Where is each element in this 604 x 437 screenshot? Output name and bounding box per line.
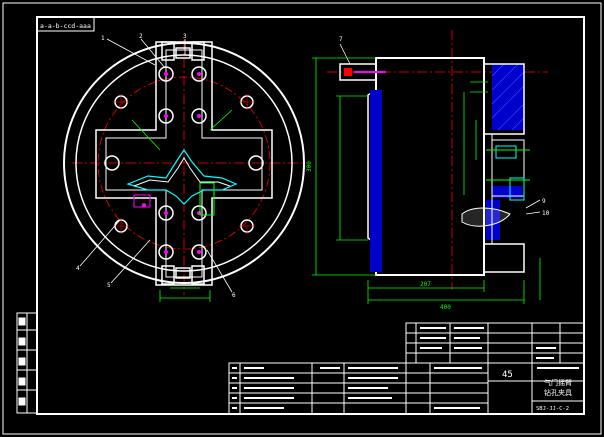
side-body (375, 57, 485, 276)
outer-disc (63, 42, 305, 284)
side-dimensions (312, 57, 541, 304)
side-view: 300 207 400 7 9 10 (306, 30, 550, 311)
part-number-4: 4 (76, 265, 80, 272)
dim-vertical-left: 300 (306, 161, 313, 172)
side-part-9: 9 (542, 198, 546, 205)
title-line-2: 钻孔夹具 (544, 388, 572, 397)
left-dimensions (131, 109, 233, 302)
hatch-lines (491, 63, 525, 131)
part-number-3: 3 (183, 33, 187, 40)
title-block-fineprint (232, 327, 579, 409)
side-part-label: 7 (339, 36, 343, 43)
workpiece-profile (126, 148, 238, 205)
title-block (228, 322, 585, 415)
part-number-1: 1 (101, 35, 105, 42)
cross-body (95, 41, 273, 286)
bolt-circle (97, 76, 271, 250)
clamp-blocks (161, 41, 205, 285)
side-top-block (483, 63, 525, 135)
part-number-2: 2 (139, 33, 143, 40)
material-label: 45 (502, 370, 513, 380)
hatch-sections (370, 64, 524, 272)
bushing-detail (461, 145, 530, 227)
support-post (199, 182, 215, 216)
locator-pin (133, 194, 151, 208)
drawing-number: SBJ-JJ-C-2 (536, 406, 569, 412)
title-line-1: 气门摇臂 (544, 378, 572, 387)
side-leader-10 (525, 211, 541, 215)
pin-markers (142, 72, 201, 254)
filing-strip (16, 312, 38, 414)
workpiece-inner (133, 157, 231, 187)
top-view: 1 2 3 4 5 6 (63, 33, 305, 302)
cross-inner (105, 49, 263, 278)
part-leaders (79, 38, 233, 293)
drill-bushing-housing (491, 139, 525, 197)
side-leader-9 (525, 199, 541, 209)
inner-disc (75, 54, 293, 272)
pin-holes (104, 66, 264, 260)
dim-bottom-2: 400 (440, 304, 451, 311)
side-part-10: 10 (542, 210, 550, 217)
side-top-bolt (339, 43, 386, 81)
part-number-6: 6 (232, 292, 236, 299)
part-number-5: 5 (107, 282, 111, 289)
header-code-box (36, 16, 95, 32)
dim-bottom-1: 207 (420, 281, 431, 288)
bolt-hole-crosses (113, 94, 255, 234)
side-bottom-block (483, 243, 525, 273)
header-code: a-a-b-ccd-aaa (40, 22, 91, 30)
